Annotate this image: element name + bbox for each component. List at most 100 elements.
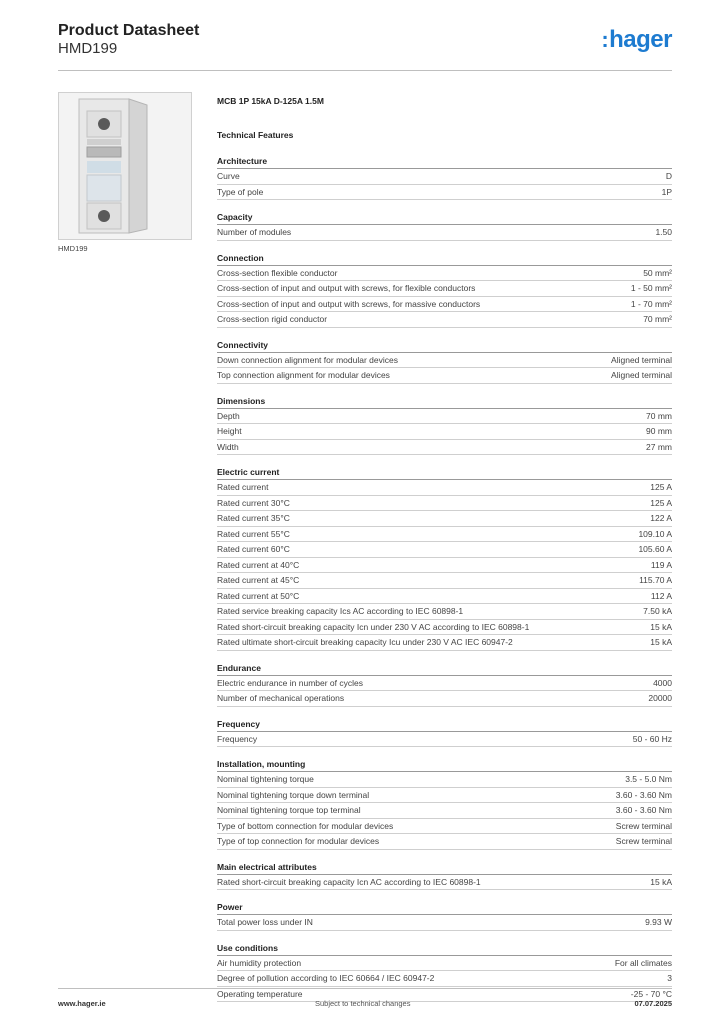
spec-label: Number of mechanical operations: [217, 693, 345, 703]
spec-value: 20000: [648, 693, 672, 703]
spec-label: Type of pole: [217, 186, 264, 197]
spec-value: D: [665, 171, 672, 181]
spec-label: Rated current at 50°C: [217, 590, 300, 601]
spec-row: Down connection alignment for modular de…: [217, 353, 672, 368]
spec-value: 122 A: [650, 513, 672, 523]
spec-value: Aligned terminal: [611, 370, 672, 380]
section-title: Frequency: [217, 717, 672, 732]
spec-label: Type of top connection for modular devic…: [217, 836, 380, 846]
spec-value: 3: [667, 973, 672, 983]
spec-value: 125 A: [650, 482, 672, 492]
section-title: Dimensions: [217, 394, 672, 409]
spec-label: Width: [217, 441, 239, 452]
spec-row: Rated current at 40°C 119 A: [217, 558, 672, 573]
spec-row: Degree of pollution according to IEC 606…: [217, 971, 672, 987]
spec-label: Rated current: [217, 482, 269, 492]
footer-website[interactable]: www.hager.ie: [58, 999, 106, 1008]
spec-label: Rated current 35°C: [217, 513, 290, 523]
section-title: Electric current: [217, 465, 672, 480]
spec-value: 125 A: [650, 497, 672, 508]
page-header: Product Datasheet HMD199 :hager: [58, 22, 672, 71]
product-name: MCB 1P 15kA D-125A 1.5M: [217, 96, 324, 106]
spec-row: Rated current at 45°C 115.70 A: [217, 573, 672, 589]
spec-row: Rated short-circuit breaking capacity Ic…: [217, 875, 672, 890]
spec-label: Rated current 30°C: [217, 497, 290, 508]
section-title: Capacity: [217, 210, 672, 225]
spec-label: Rated ultimate short-circuit breaking ca…: [217, 637, 513, 647]
spec-label: Rated current at 45°C: [217, 575, 300, 585]
spec-value: 9.93 W: [645, 917, 672, 927]
spec-value: 50 mm²: [643, 267, 672, 278]
section-title: Installation, mounting: [217, 757, 672, 772]
spec-value: Aligned terminal: [611, 354, 672, 365]
spec-label: Air humidity protection: [217, 957, 302, 968]
spec-row: Number of mechanical operations 20000: [217, 691, 672, 707]
spec-value: 15 kA: [650, 621, 672, 632]
footer-note: Subject to technical changes: [315, 999, 411, 1008]
spec-row: Cross-section of input and output with s…: [217, 281, 672, 297]
spec-value: 50 - 60 Hz: [632, 733, 672, 744]
spec-label: Electric endurance in number of cycles: [217, 677, 363, 688]
spec-value: 115.70 A: [639, 575, 672, 585]
spec-label: Rated current at 40°C: [217, 559, 300, 570]
spec-label: Degree of pollution according to IEC 606…: [217, 973, 435, 983]
spec-row: Depth 70 mm: [217, 409, 672, 424]
spec-row: Rated short-circuit breaking capacity Ic…: [217, 620, 672, 635]
spec-row: Rated current at 50°C 112 A: [217, 589, 672, 604]
spec-value: 3.60 - 3.60 Nm: [615, 805, 672, 815]
spec-row: Rated current 125 A: [217, 480, 672, 496]
spec-row: Frequency 50 - 60 Hz: [217, 732, 672, 747]
spec-value: 70 mm²: [643, 314, 672, 324]
spec-row: Operating temperature-25 - 70 °C: [217, 987, 672, 1002]
image-caption: HMD199: [58, 244, 88, 253]
spec-label: Operating temperature: [217, 988, 303, 999]
spec-row: Type of bottom connection for modular de…: [217, 819, 672, 834]
spec-label: Top connection alignment for modular dev…: [217, 370, 390, 380]
spec-label: Depth: [217, 410, 240, 421]
section-title: Connection: [217, 251, 672, 266]
spec-label: Height: [217, 426, 242, 436]
spec-row: Top connection alignment for modular dev…: [217, 368, 672, 384]
spec-label: Number of modules: [217, 227, 292, 237]
spec-value: 7.50 kA: [643, 606, 672, 616]
spec-label: Frequency: [217, 733, 258, 744]
spec-value: 3.5 - 5.0 Nm: [625, 774, 672, 784]
spec-row: Type of top connection for modular devic…: [217, 834, 672, 850]
spec-value: 1 - 50 mm²: [630, 283, 672, 293]
spec-row: Rated service breaking capacity Ics AC a…: [217, 604, 672, 620]
hager-logo: :hager: [601, 26, 672, 53]
spec-value: 70 mm: [646, 410, 672, 421]
product-image: [58, 92, 192, 240]
spec-value: 119 A: [650, 559, 672, 570]
page-title: Product Datasheet: [58, 22, 200, 39]
spec-value: 15 kA: [650, 637, 672, 647]
section-title: Use conditions: [217, 941, 672, 956]
spec-row: Rated current 35°C 122 A: [217, 511, 672, 527]
spec-label: Type of bottom connection for modular de…: [217, 820, 394, 831]
spec-label: Rated current 60°C: [217, 544, 290, 554]
spec-row: Cross-section of input and output with s…: [217, 297, 672, 312]
spec-value: 112 A: [650, 590, 672, 601]
spec-value: 27 mm: [646, 441, 672, 452]
